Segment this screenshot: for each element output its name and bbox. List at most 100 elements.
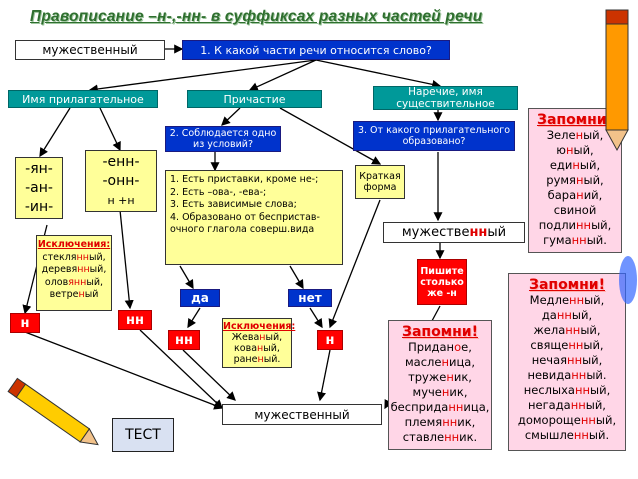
word-pre: масле xyxy=(404,355,442,369)
page-title: Правописание –н-,-нн- в суффиксах разных… xyxy=(30,8,483,25)
remember-box-3: Запомни! Медленный,данный,желанный,свяще… xyxy=(508,273,626,451)
example-word: доморощенный, xyxy=(509,413,625,428)
branch-participle-label: Причастие xyxy=(223,92,286,106)
suffix-in: -ин- xyxy=(24,199,54,215)
pencil-icon xyxy=(7,377,99,446)
word-post: ый, xyxy=(89,264,107,275)
example-word: нечаянный, xyxy=(509,353,625,368)
example-word: священный, xyxy=(509,338,625,353)
start-word-box: мужественный xyxy=(15,40,165,60)
word-key: нн xyxy=(442,415,458,429)
word-post: ый, xyxy=(583,173,604,187)
word-post: е, xyxy=(461,340,472,354)
question-origin: 3. От какого прилагательного образовано? xyxy=(353,121,515,151)
question-2-text: 2. Соблюдается одно из условий? xyxy=(169,128,277,150)
example-word: Жеваный, xyxy=(223,332,291,343)
example-word: стеклянный, xyxy=(37,252,111,265)
example-word-pre: мужестве xyxy=(401,225,470,240)
word-key: н xyxy=(575,173,584,187)
word-pre: олов xyxy=(44,276,69,288)
word-pre: Медле xyxy=(529,293,570,307)
word-post: ый, xyxy=(591,218,612,232)
branch-adverb-noun-label: Наречие, имя существительное xyxy=(396,86,495,110)
yes-box: да xyxy=(180,289,220,307)
word-key: нн xyxy=(571,233,587,247)
word-post: ый. xyxy=(586,368,607,382)
word-pre: гума xyxy=(543,233,572,247)
word-key: нн xyxy=(568,338,584,352)
word-post: ый, xyxy=(584,293,605,307)
example-word: желанный, xyxy=(509,323,625,338)
branch-adverb-noun: Наречие, имя существительное xyxy=(373,86,518,110)
word-pre: бесприда xyxy=(390,400,449,414)
word-pre: подли xyxy=(538,218,577,232)
word-post: ый. xyxy=(586,233,607,247)
word-key: н xyxy=(257,343,264,354)
example-word-key: нн xyxy=(469,225,488,240)
word-post: ый, xyxy=(595,413,617,427)
word-post: ый. xyxy=(588,428,610,442)
word-key: н xyxy=(441,385,450,399)
word-key: нн xyxy=(571,368,587,382)
word-pre: домороще xyxy=(517,413,581,427)
start-word: мужественный xyxy=(42,43,138,57)
example-word: Зеленый, xyxy=(529,128,621,143)
word-post: ый, xyxy=(265,332,283,343)
question-1-text: 1. К какой части речи относится слово? xyxy=(200,43,432,57)
word-post: ый, xyxy=(583,128,604,142)
word-key: нн xyxy=(444,430,460,444)
word-pre: племя xyxy=(404,415,443,429)
word-key: н xyxy=(257,354,264,365)
test-button-label: ТЕСТ xyxy=(125,427,161,443)
example-word: бесприданница, xyxy=(389,400,491,415)
word-post: ый, xyxy=(88,251,106,263)
example-word: негаданный, xyxy=(509,398,625,413)
suffix-n-plus-n: н +н xyxy=(107,194,135,207)
word-key: н xyxy=(565,143,574,157)
example-word: подлинный, xyxy=(529,218,621,233)
result-nn-participle: нн xyxy=(168,330,200,350)
example-word: труженик, xyxy=(389,370,491,385)
exceptions-adjective-box: Исключения: стеклянный,деревянный,оловян… xyxy=(36,235,112,311)
word-key: нн xyxy=(77,264,90,275)
word-post: ица, xyxy=(463,400,490,414)
word-pre: свино xyxy=(553,203,589,217)
word-pre: свяще xyxy=(530,338,569,352)
word-post: ый, xyxy=(571,308,593,322)
example-word: деревянный, xyxy=(37,264,111,277)
yes-label: да xyxy=(191,291,209,305)
word-post: ый xyxy=(84,289,99,300)
word-post: ий, xyxy=(583,188,603,202)
suffix-yan: -ян- xyxy=(25,161,53,177)
word-pre: невида xyxy=(527,368,572,382)
example-word-post: ый xyxy=(487,225,507,240)
word-key: янн xyxy=(68,276,87,288)
question-conditions: 2. Соблюдается одно из условий? xyxy=(165,126,281,152)
word-post: ый, xyxy=(579,158,601,172)
example-word: раненый. xyxy=(223,354,291,365)
example-word: масленица, xyxy=(389,355,491,370)
test-button[interactable]: ТЕСТ xyxy=(112,418,174,452)
word-key: о xyxy=(454,340,462,354)
example-word: единый, xyxy=(529,158,621,173)
word-key: нн xyxy=(580,413,596,427)
result-nn-label: нн xyxy=(175,332,193,348)
suffix-an: -ан- xyxy=(25,180,53,196)
suffix-enn: -енн- xyxy=(102,154,140,170)
example-word: неслыханный, xyxy=(509,383,625,398)
example-word: смышленный. xyxy=(509,428,625,443)
remember-2-title: Запомни! xyxy=(402,324,478,340)
word-post: ый, xyxy=(580,323,601,337)
suffix-double-n-box: -енн- -онн- н +н xyxy=(85,150,157,212)
result-nn-adjective: нн xyxy=(118,310,152,330)
example-word: румяный, xyxy=(529,173,621,188)
exceptions-participle-list: Жеваный,кованый, раненый. xyxy=(223,332,291,365)
word-post: ица, xyxy=(449,355,476,369)
word-pre: неслыха xyxy=(523,383,575,397)
branch-adjective-label: Имя прилагательное xyxy=(22,92,144,106)
word-pre: кова xyxy=(234,343,258,354)
word-key: нн xyxy=(448,400,464,414)
example-word: бараний, xyxy=(529,188,621,203)
word-pre: румя xyxy=(546,173,576,187)
